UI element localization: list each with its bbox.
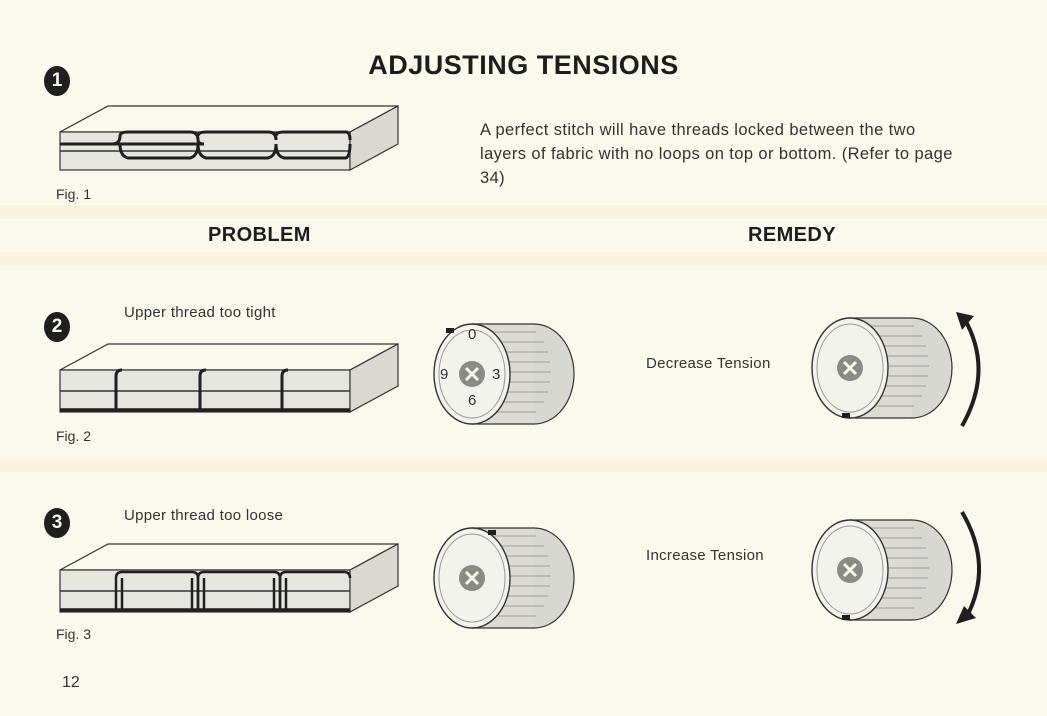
intro-paragraph: A perfect stitch will have threads locke… — [480, 118, 960, 190]
divider-band — [0, 252, 1047, 266]
dial-number-3: 3 — [492, 366, 501, 383]
clockwise-arrow-icon — [948, 506, 998, 628]
counterclockwise-arrow-icon — [948, 308, 998, 430]
dial-number-9: 9 — [440, 366, 449, 383]
fig-2-stitch-diagram — [60, 338, 400, 418]
dial-number-0: 0 — [468, 326, 477, 343]
divider-band — [0, 205, 1047, 219]
dial-number-6: 6 — [468, 392, 477, 409]
page-title: ADJUSTING TENSIONS — [0, 50, 1047, 81]
decrease-tension-label: Decrease Tension — [646, 355, 771, 372]
tension-dial-illustration — [802, 310, 962, 430]
step-2-caption: Upper thread too tight — [124, 304, 276, 321]
tension-dial-illustration — [802, 512, 962, 632]
fig-2-label: Fig. 2 — [56, 428, 91, 444]
tension-dial-illustration — [424, 520, 584, 640]
fig-3-label: Fig. 3 — [56, 626, 91, 642]
increase-tension-label: Increase Tension — [646, 547, 764, 564]
step-3-badge: 3 — [44, 508, 70, 538]
fig-1-stitch-diagram — [60, 100, 400, 180]
step-3-caption: Upper thread too loose — [124, 507, 283, 524]
divider-band — [0, 458, 1047, 472]
problem-heading: PROBLEM — [208, 224, 311, 247]
page-number: 12 — [62, 674, 80, 692]
remedy-heading: REMEDY — [748, 224, 836, 247]
fig-1-label: Fig. 1 — [56, 186, 91, 202]
fig-3-stitch-diagram — [60, 538, 400, 620]
step-1-badge: 1 — [44, 66, 70, 96]
